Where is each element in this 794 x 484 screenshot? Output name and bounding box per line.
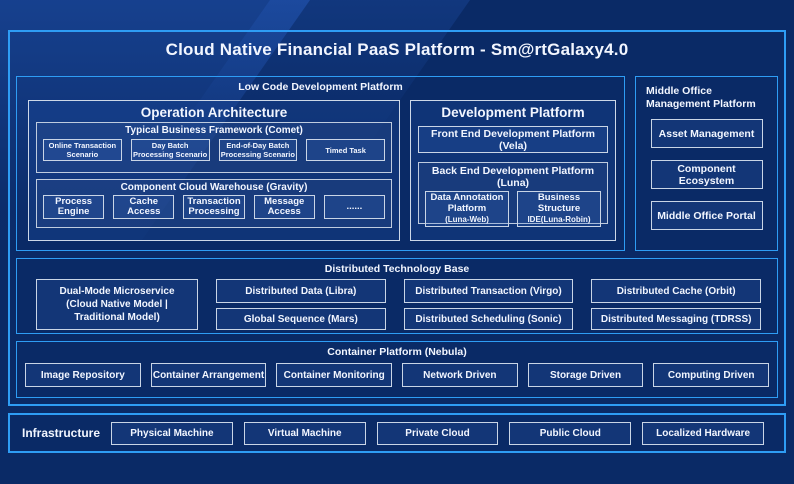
item-end-of-day-batch-processing-scenario: End-of-Day Batch Processing Scenario xyxy=(218,139,298,161)
development-platform-title: Development Platform xyxy=(441,105,585,120)
back-end-development-platform-box: Back End Development Platform (Luna) Dat… xyxy=(418,162,608,227)
item-front-end-development-platform: Front End Development Platform (Vela) xyxy=(418,126,608,153)
item-day-batch-processing-scenario: Day Batch Processing Scenario xyxy=(130,139,210,161)
item-distributed-scheduling: Distributed Scheduling (Sonic) xyxy=(403,308,574,330)
operation-architecture-box: Operation Architecture Typical Business … xyxy=(28,100,400,241)
item-private-cloud: Private Cloud xyxy=(376,421,499,445)
business-structure-sub: IDE(Luna-Robin) xyxy=(527,215,591,225)
item-online-transaction-scenario: Online Transaction Scenario xyxy=(43,139,122,161)
panel-container-platform: Container Platform (Nebula) Image Reposi… xyxy=(16,341,778,398)
item-timed-task: Timed Task xyxy=(306,139,385,161)
item-dual-mode-microservice: Dual-Mode Microservice (Cloud Native Mod… xyxy=(36,279,198,330)
item-global-sequence: Global Sequence (Mars) xyxy=(216,308,386,330)
distributed-label: Distributed Technology Base xyxy=(324,263,470,275)
item-distributed-transaction: Distributed Transaction (Virgo) xyxy=(403,279,574,303)
main-frame: Cloud Native Financial PaaS Platform - S… xyxy=(8,30,786,406)
item-storage-driven: Storage Driven xyxy=(527,363,644,387)
low-code-label: Low Code Development Platform xyxy=(238,81,403,93)
distributed-grid: Dual-Mode Microservice (Cloud Native Mod… xyxy=(36,279,761,330)
container-platform-label: Container Platform (Nebula) xyxy=(327,346,467,358)
panel-middle-office-management: Middle Office Management Platform Asset … xyxy=(635,76,778,251)
item-localized-hardware: Localized Hardware xyxy=(642,421,765,445)
infrastructure-label: Infrastructure xyxy=(22,426,101,440)
item-network-driven: Network Driven xyxy=(402,363,518,387)
item-cache-access: Cache Access xyxy=(113,195,175,219)
middle-office-label: Middle Office Management Platform xyxy=(646,85,756,111)
panel-infrastructure: Infrastructure Physical Machine Virtual … xyxy=(8,413,786,453)
development-platform-box: Development Platform Front End Developme… xyxy=(410,100,616,241)
item-distributed-data: Distributed Data (Libra) xyxy=(216,279,386,303)
back-end-development-platform-title: Back End Development Platform (Luna) xyxy=(431,165,595,189)
item-business-structure-ide: Business Structure IDE(Luna-Robin) xyxy=(517,191,601,227)
panel-distributed-technology-base: Distributed Technology Base Dual-Mode Mi… xyxy=(16,258,778,334)
item-virtual-machine: Virtual Machine xyxy=(243,421,366,445)
item-data-annotation-platform: Data Annotation Platform (Luna-Web) xyxy=(425,191,509,227)
component-cloud-items: Process Engine Cache Access Transaction … xyxy=(43,195,386,219)
typical-business-framework-box: Typical Business Framework (Comet) Onlin… xyxy=(36,122,392,173)
component-cloud-warehouse-box: Component Cloud Warehouse (Gravity) Proc… xyxy=(36,179,392,228)
item-physical-machine: Physical Machine xyxy=(111,421,233,445)
panel-low-code-development: Low Code Development Platform Operation … xyxy=(16,76,625,251)
item-asset-management: Asset Management xyxy=(650,119,763,149)
container-platform-items: Image Repository Container Arrangement C… xyxy=(25,363,770,387)
business-structure-name: Business Structure xyxy=(537,192,581,215)
page-title: Cloud Native Financial PaaS Platform - S… xyxy=(165,40,629,59)
component-cloud-warehouse-title: Component Cloud Warehouse (Gravity) xyxy=(120,182,308,193)
item-message-access: Message Access xyxy=(253,195,315,219)
typical-business-items: Online Transaction Scenario Day Batch Pr… xyxy=(43,139,385,161)
data-annotation-platform-sub: (Luna-Web) xyxy=(445,215,489,225)
item-container-monitoring: Container Monitoring xyxy=(276,363,393,387)
item-container-arrangement: Container Arrangement xyxy=(150,363,267,387)
item-computing-driven: Computing Driven xyxy=(653,363,770,387)
item-distributed-messaging: Distributed Messaging (TDRSS) xyxy=(591,308,761,330)
item-image-repository: Image Repository xyxy=(25,363,141,387)
typical-business-framework-title: Typical Business Framework (Comet) xyxy=(125,125,303,136)
operation-architecture-title: Operation Architecture xyxy=(140,105,288,120)
data-annotation-platform-name: Data Annotation Platform xyxy=(430,192,504,215)
back-end-items: Data Annotation Platform (Luna-Web) Busi… xyxy=(425,191,601,227)
item-process-engine: Process Engine xyxy=(43,195,105,219)
item-component-ecosystem: Component Ecosystem xyxy=(650,160,763,190)
item-distributed-cache: Distributed Cache (Orbit) xyxy=(591,279,761,303)
item-ellipsis: ...... xyxy=(323,195,386,219)
item-public-cloud: Public Cloud xyxy=(509,421,632,445)
item-transaction-processing: Transaction Processing xyxy=(183,195,245,219)
item-middle-office-portal: Middle Office Portal xyxy=(650,201,763,231)
